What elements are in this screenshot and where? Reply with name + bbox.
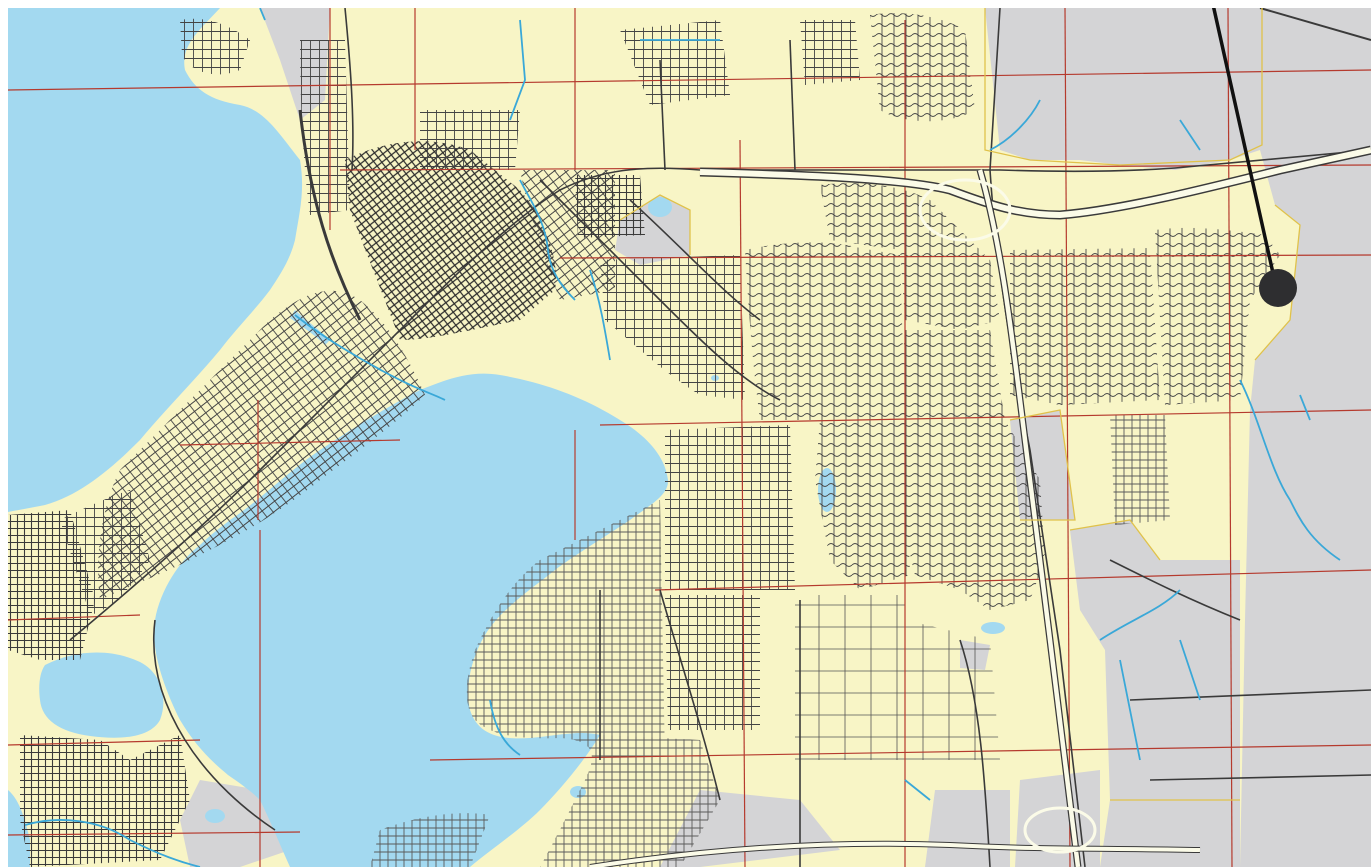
streams (24, 8, 1341, 867)
municipal-boundaries (619, 8, 1301, 801)
lake-wingra (39, 652, 164, 738)
arterial-roads (69, 8, 1371, 867)
lake-mendota (8, 8, 303, 512)
pointer-line-icon (1211, 8, 1277, 283)
location-dot-icon[interactable] (1259, 269, 1297, 307)
